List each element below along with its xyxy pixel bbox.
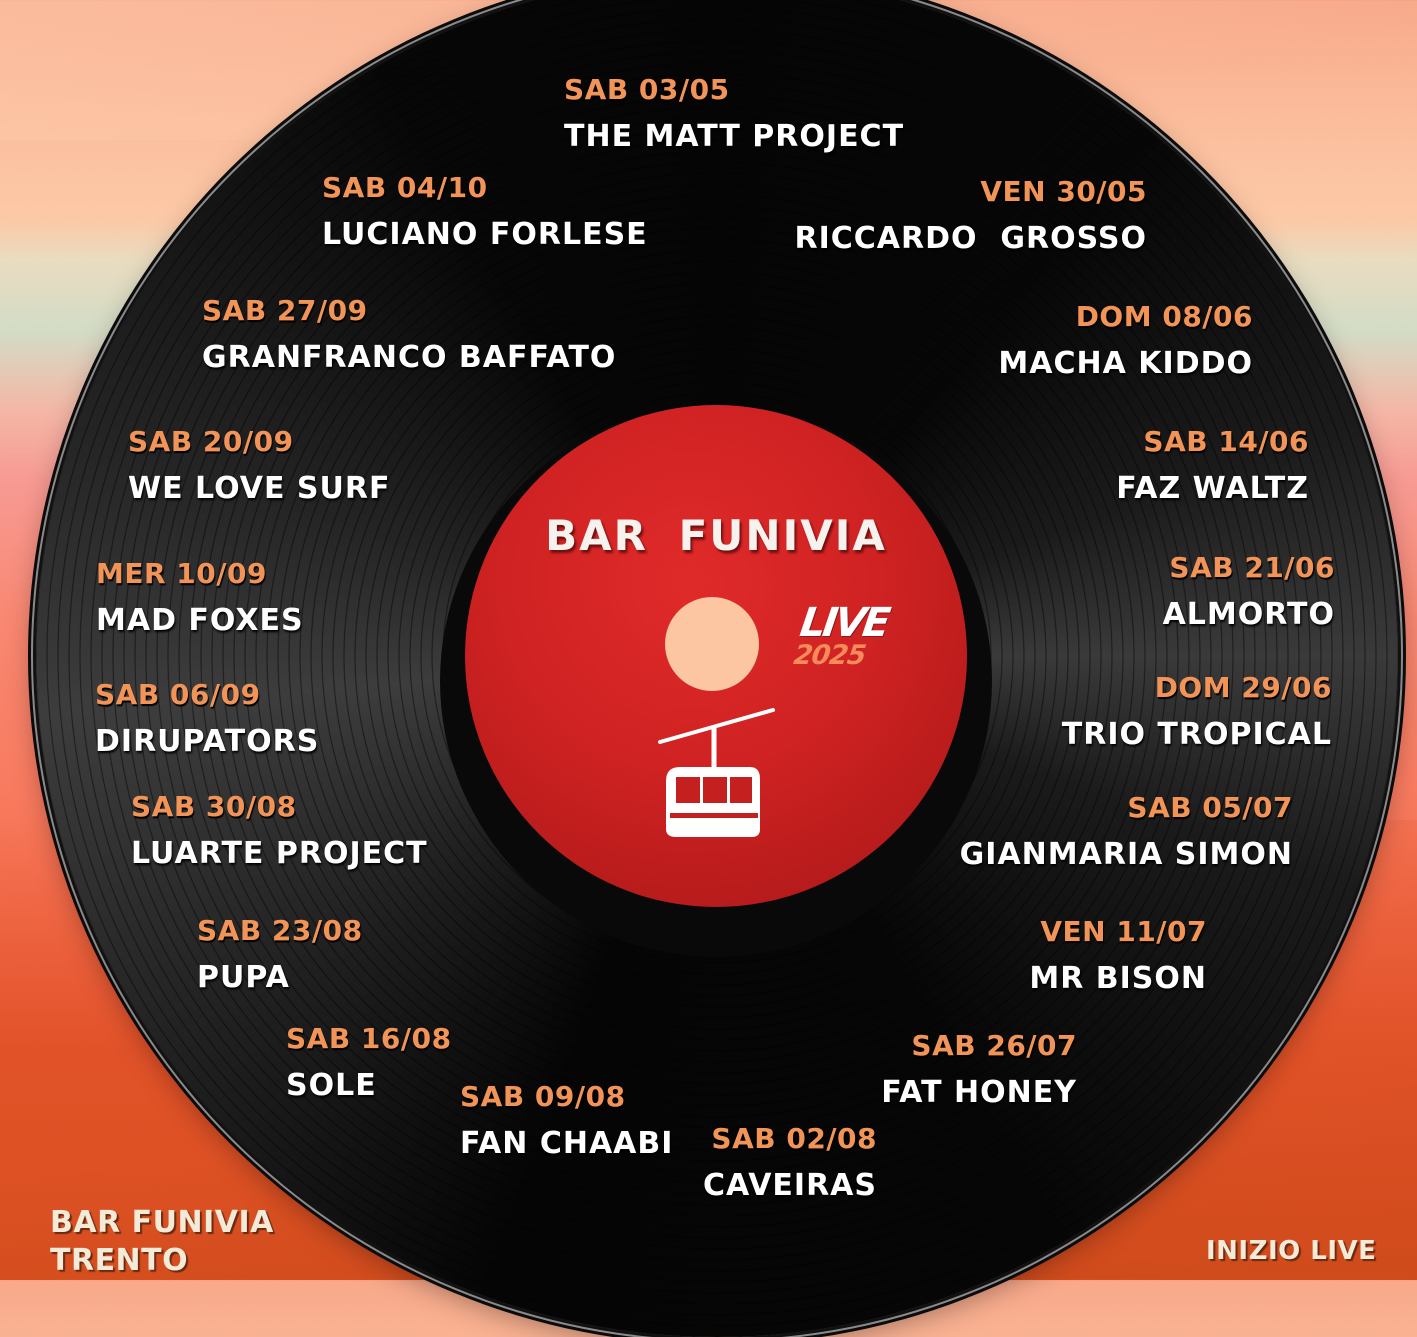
- event-date: SAB 23/08: [197, 914, 363, 947]
- event-item: SAB 26/07 FAT HONEY: [881, 1032, 1077, 1108]
- event-item: VEN 11/07 MR BISON: [1029, 918, 1207, 994]
- event-item: MER 10/09 MAD FOXES: [96, 560, 304, 636]
- event-item: SAB 09/08 FAN CHAABI: [460, 1083, 673, 1159]
- record-label: BAR FUNIVIA LIVE 2025: [465, 405, 967, 907]
- event-date: SAB 09/08: [460, 1080, 626, 1113]
- event-item: DOM 08/06 MACHA KIDDO: [998, 303, 1253, 379]
- event-artist: WE LOVE SURF: [128, 471, 391, 506]
- event-artist: FAZ WALTZ: [1116, 471, 1309, 506]
- event-item: SAB 06/09 DIRUPATORS: [95, 681, 319, 757]
- event-item: SAB 27/09 GRANFRANCO BAFFATO: [202, 297, 616, 373]
- event-date: SAB 21/06: [1169, 551, 1335, 584]
- event-date: SAB 30/08: [131, 790, 297, 823]
- live-year: 2025: [791, 640, 868, 671]
- event-date: SAB 14/06: [1143, 425, 1309, 458]
- event-date: SAB 02/08: [711, 1122, 877, 1155]
- event-artist: TRIO TROPICAL: [1061, 717, 1332, 752]
- venue-title: BAR FUNIVIA: [545, 511, 887, 560]
- event-artist: MACHA KIDDO: [998, 346, 1253, 381]
- event-artist: DIRUPATORS: [95, 724, 320, 759]
- event-artist: GRANFRANCO BAFFATO: [202, 340, 617, 375]
- event-date: MER 10/09: [96, 557, 267, 590]
- event-artist: LUARTE PROJECT: [131, 836, 428, 871]
- event-item: SAB 30/08 LUARTE PROJECT: [131, 793, 428, 869]
- event-artist: RICCARDO GROSSO: [794, 221, 1147, 256]
- event-artist: SOLE: [286, 1068, 377, 1103]
- event-date: VEN 11/07: [1040, 915, 1207, 948]
- event-item: SAB 04/10 LUCIANO FORLESE: [322, 174, 648, 250]
- event-item: SAB 23/08 PUPA: [197, 917, 363, 993]
- event-artist: LUCIANO FORLESE: [322, 217, 648, 252]
- event-artist: FAN CHAABI: [460, 1126, 674, 1161]
- event-date: VEN 30/05: [980, 175, 1147, 208]
- event-item: SAB 05/07 GIANMARIA SIMON: [960, 794, 1293, 870]
- event-artist: FAT HONEY: [881, 1075, 1077, 1110]
- event-artist: ALMORTO: [1162, 597, 1335, 632]
- event-artist: THE MATT PROJECT: [564, 119, 905, 154]
- event-item: SAB 21/06 ALMORTO: [1163, 554, 1335, 630]
- event-date: SAB 27/09: [202, 294, 368, 327]
- event-item: SAB 20/09 WE LOVE SURF: [128, 428, 391, 504]
- event-date: SAB 26/07: [911, 1029, 1077, 1062]
- event-date: SAB 20/09: [128, 425, 294, 458]
- event-date: DOM 29/06: [1154, 671, 1332, 704]
- start-time-label: INIZIO LIVE: [1206, 1236, 1377, 1266]
- event-item: SAB 14/06 FAZ WALTZ: [1116, 428, 1309, 504]
- event-artist: MAD FOXES: [96, 603, 304, 638]
- event-item: VEN 30/05 RICCARDO GROSSO: [794, 178, 1147, 254]
- live-2025-badge: LIVE 2025: [791, 600, 894, 693]
- event-artist: PUPA: [197, 960, 290, 995]
- event-artist: MR BISON: [1029, 961, 1207, 996]
- event-artist: CAVEIRAS: [703, 1168, 877, 1203]
- event-date: SAB 04/10: [322, 171, 488, 204]
- event-artist: GIANMARIA SIMON: [959, 837, 1293, 872]
- event-item: SAB 03/05 THE MATT PROJECT: [564, 76, 904, 152]
- event-date: SAB 03/05: [564, 73, 730, 106]
- venue-location: BAR FUNIVIA TRENTO: [50, 1204, 274, 1280]
- event-date: SAB 05/07: [1127, 791, 1293, 824]
- sun-circle-icon: [665, 597, 759, 691]
- event-item: SAB 02/08 CAVEIRAS: [703, 1125, 877, 1201]
- event-item: SAB 16/08 SOLE: [286, 1025, 452, 1101]
- venue-name: BAR FUNIVIA: [50, 1205, 274, 1240]
- event-date: SAB 16/08: [286, 1022, 452, 1055]
- cable-car-icon: [658, 708, 775, 837]
- venue-city: TRENTO: [50, 1243, 189, 1278]
- event-date: SAB 06/09: [95, 678, 261, 711]
- live-text: LIVE: [797, 600, 891, 646]
- event-date: DOM 08/06: [1075, 300, 1253, 333]
- event-item: DOM 29/06 TRIO TROPICAL: [1062, 674, 1332, 750]
